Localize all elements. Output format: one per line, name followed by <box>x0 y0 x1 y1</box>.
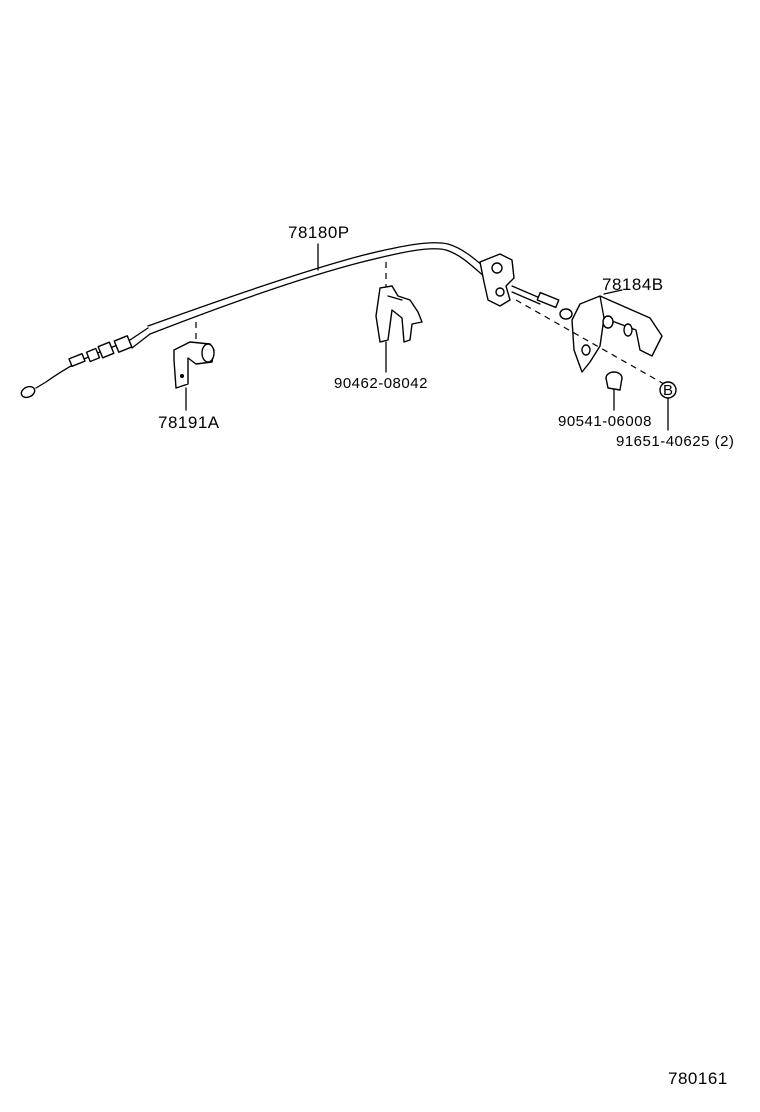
cable-clamp-left[interactable] <box>173 341 215 389</box>
label-78191A: 78191A <box>158 413 220 432</box>
label-78180P: 78180P <box>288 223 350 242</box>
label-91651-40625: 91651-40625 (2) <box>616 433 734 450</box>
grommet[interactable] <box>605 371 623 391</box>
ref-marker-b-label: B <box>663 382 674 399</box>
figure-id: 780161 <box>668 1069 728 1088</box>
label-90541-06008: 90541-06008 <box>558 413 652 430</box>
accelerator-cable[interactable] <box>20 242 573 400</box>
label-78184B: 78184B <box>602 275 664 294</box>
cable-bracket[interactable] <box>571 295 663 373</box>
label-90462-08042: 90462-08042 <box>334 375 428 392</box>
leader-78184B <box>603 289 623 295</box>
cable-clamp-middle[interactable] <box>375 285 423 343</box>
